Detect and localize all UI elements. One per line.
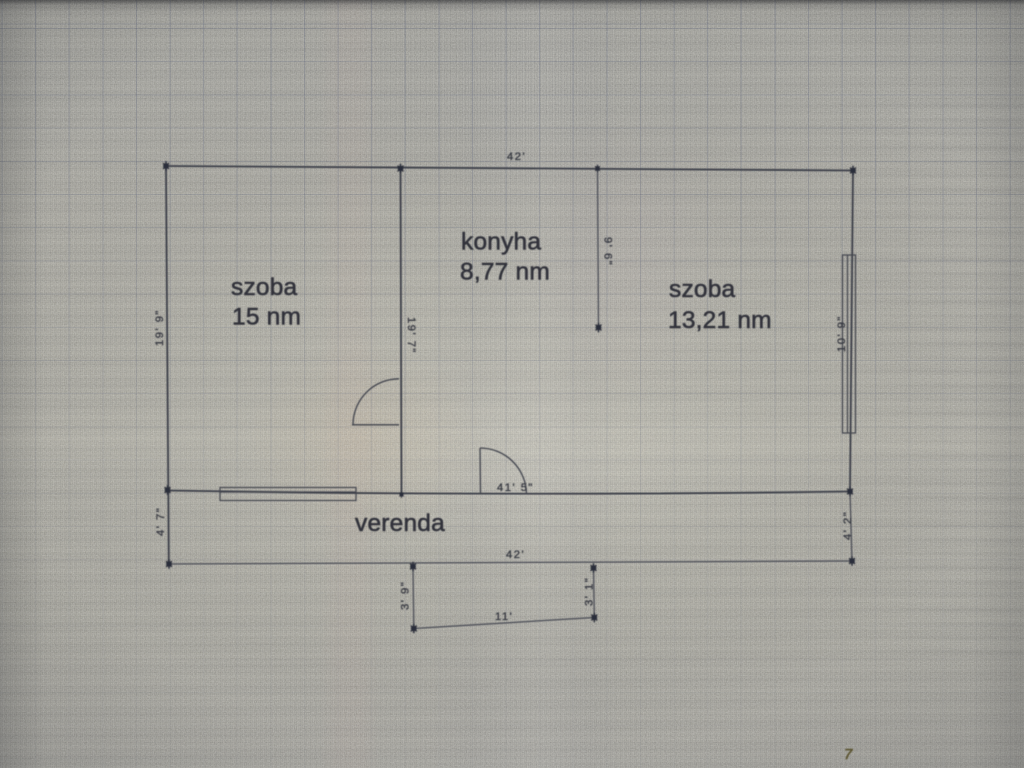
svg-text:7: 7 [844,746,853,763]
svg-text:13,21 nm: 13,21 nm [668,307,772,334]
svg-text:szoba: szoba [669,276,736,303]
svg-text:9' 6": 9' 6" [602,237,614,266]
svg-text:verenda: verenda [355,510,445,537]
svg-text:15 nm: 15 nm [232,304,301,331]
svg-text:3' 9": 3' 9" [400,581,412,610]
svg-text:3' 1": 3' 1" [584,577,596,606]
svg-text:11': 11' [495,611,513,623]
svg-text:42': 42' [507,151,526,163]
svg-text:19' 7": 19' 7" [405,317,417,354]
svg-text:8,77 nm: 8,77 nm [460,259,550,286]
svg-text:10' 9": 10' 9" [836,315,848,352]
svg-text:42': 42' [506,549,525,561]
svg-text:4' 2": 4' 2" [842,511,854,540]
svg-text:4' 7": 4' 7" [155,507,167,536]
svg-text:konyha: konyha [461,229,541,256]
svg-text:41' 5": 41' 5" [497,482,534,494]
svg-text:szoba: szoba [231,274,298,301]
svg-text:19' 9": 19' 9" [154,309,166,346]
